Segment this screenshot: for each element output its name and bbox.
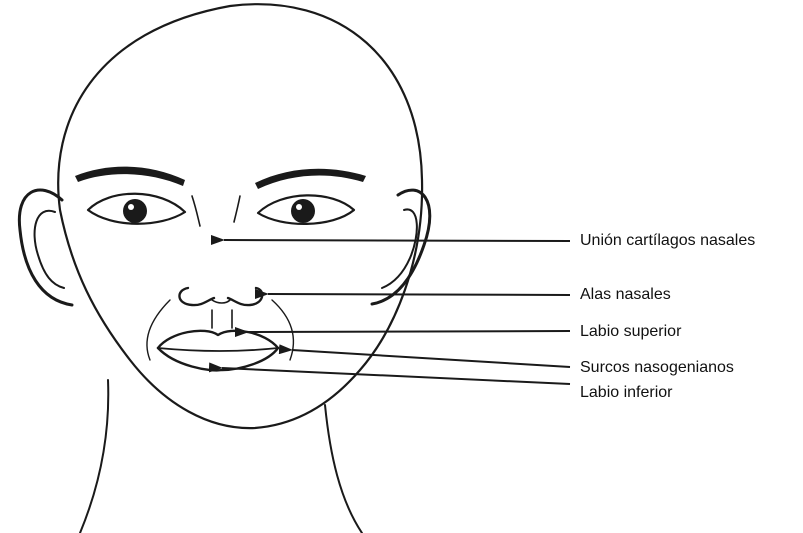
head-outline xyxy=(58,4,422,428)
upper-lip xyxy=(158,331,278,348)
label-labio-inferior: Labio inferior xyxy=(580,384,673,402)
lip-line xyxy=(158,348,278,351)
right-ear-inner xyxy=(382,209,417,288)
nose-ala-left xyxy=(179,288,214,305)
arrow-union-cartilagos-nasales xyxy=(224,240,570,241)
right-eyebrow xyxy=(255,169,366,189)
arrow-alas-nasales xyxy=(268,294,570,295)
left-ear-inner xyxy=(35,211,64,288)
label-alas-nasales: Alas nasales xyxy=(580,286,671,304)
nose-ala-right xyxy=(228,288,262,305)
label-labio-superior: Labio superior xyxy=(580,323,681,341)
arrow-surcos-nasogenianos xyxy=(292,350,570,367)
left-eyebrow xyxy=(75,167,185,186)
neck-left xyxy=(80,380,108,533)
arrow-labio-superior xyxy=(248,331,570,332)
neck-right xyxy=(325,405,362,533)
nostril-base xyxy=(212,300,230,303)
arrow-labio-inferior xyxy=(222,368,570,384)
nose-bridge-right xyxy=(234,196,240,222)
nasolabial-fold-left xyxy=(147,300,170,360)
right-pupil xyxy=(291,199,315,223)
label-union-cartilagos-nasales: Unión cartílagos nasales xyxy=(580,232,755,250)
label-surcos-nasogenianos: Surcos nasogenianos xyxy=(580,359,734,377)
nose-bridge-left xyxy=(192,196,200,226)
left-pupil xyxy=(123,199,147,223)
